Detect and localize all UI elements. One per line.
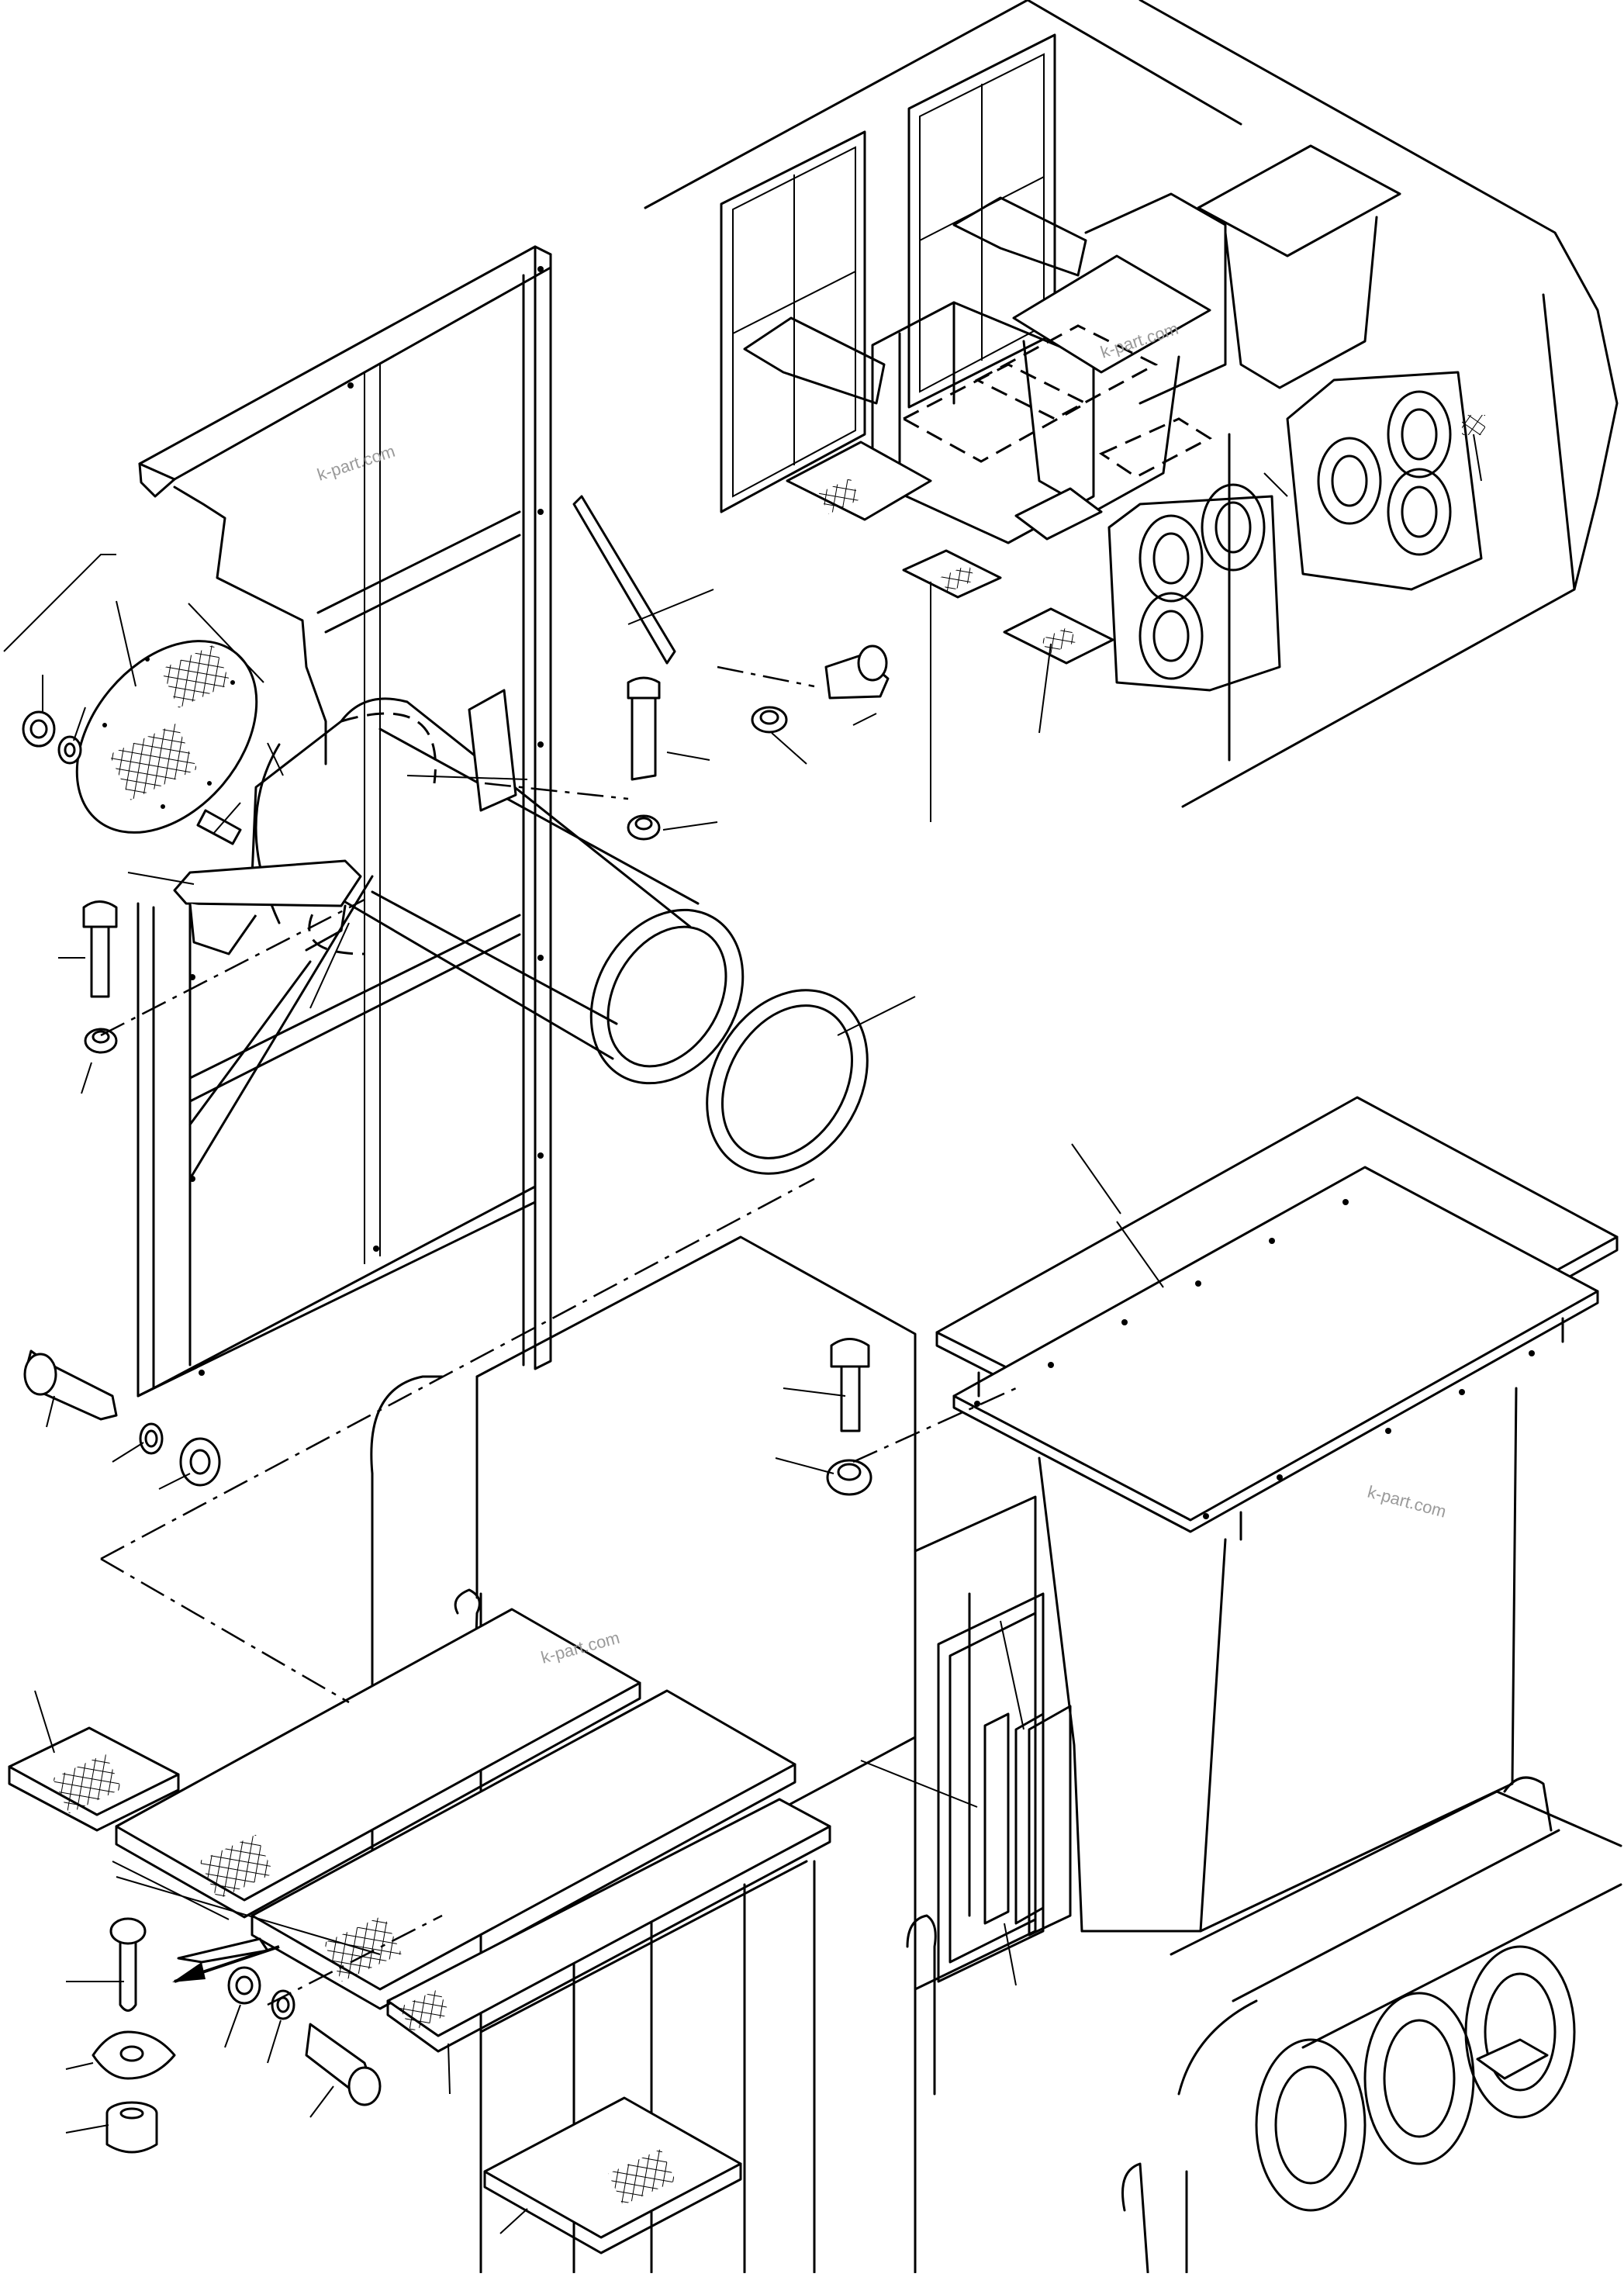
left-frame-assembly <box>82 245 890 1398</box>
direction-arrow <box>172 1945 280 1983</box>
alignment-lines <box>100 665 1017 2006</box>
overview-assembly <box>644 0 1619 822</box>
watermark-text: k-part.com <box>1366 1482 1449 1522</box>
housing-bolt-set <box>826 1338 872 1496</box>
watermark-text: k-part.com <box>315 441 398 485</box>
frame-bolt-set <box>23 1349 221 1487</box>
plate-bolt-set <box>227 1966 382 2106</box>
leader-lines <box>3 554 1164 2234</box>
fastener-stack <box>92 1917 269 2154</box>
lower-drive-unit <box>1121 1776 1622 2274</box>
mesh-screen-disc <box>75 640 258 834</box>
floor-plates <box>8 1608 831 2255</box>
hopper-assembly <box>935 1096 1619 1933</box>
